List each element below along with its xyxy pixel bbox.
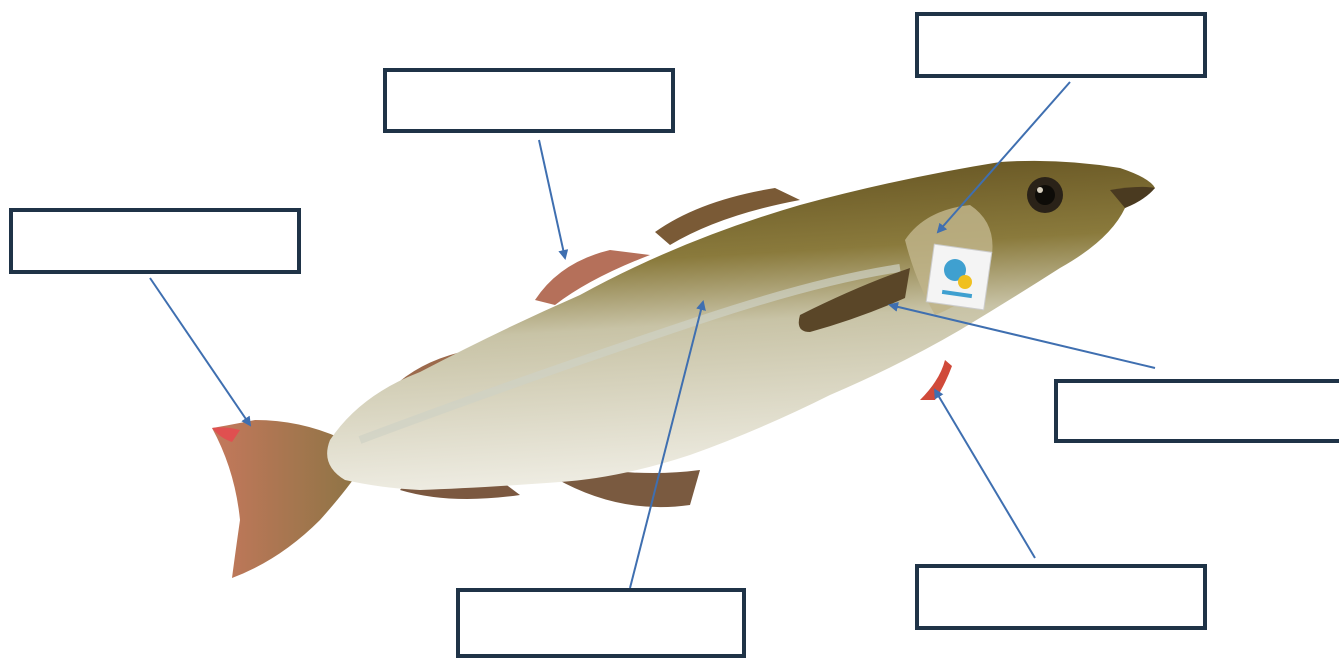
label-box-lateral-line[interactable] [456, 588, 746, 658]
label-box-gill-cover[interactable] [915, 12, 1207, 78]
label-box-pectoral-fin[interactable] [1054, 379, 1339, 443]
pelvic-fin-shape [920, 360, 952, 400]
arrow-dorsal [539, 140, 565, 258]
fish-tag [926, 244, 992, 310]
label-box-pelvic-fin[interactable] [915, 564, 1207, 630]
arrow-tail [150, 278, 250, 425]
arrow-pelvic [935, 390, 1035, 558]
label-box-tail-fin[interactable] [9, 208, 301, 274]
label-box-dorsal-fin[interactable] [383, 68, 675, 133]
